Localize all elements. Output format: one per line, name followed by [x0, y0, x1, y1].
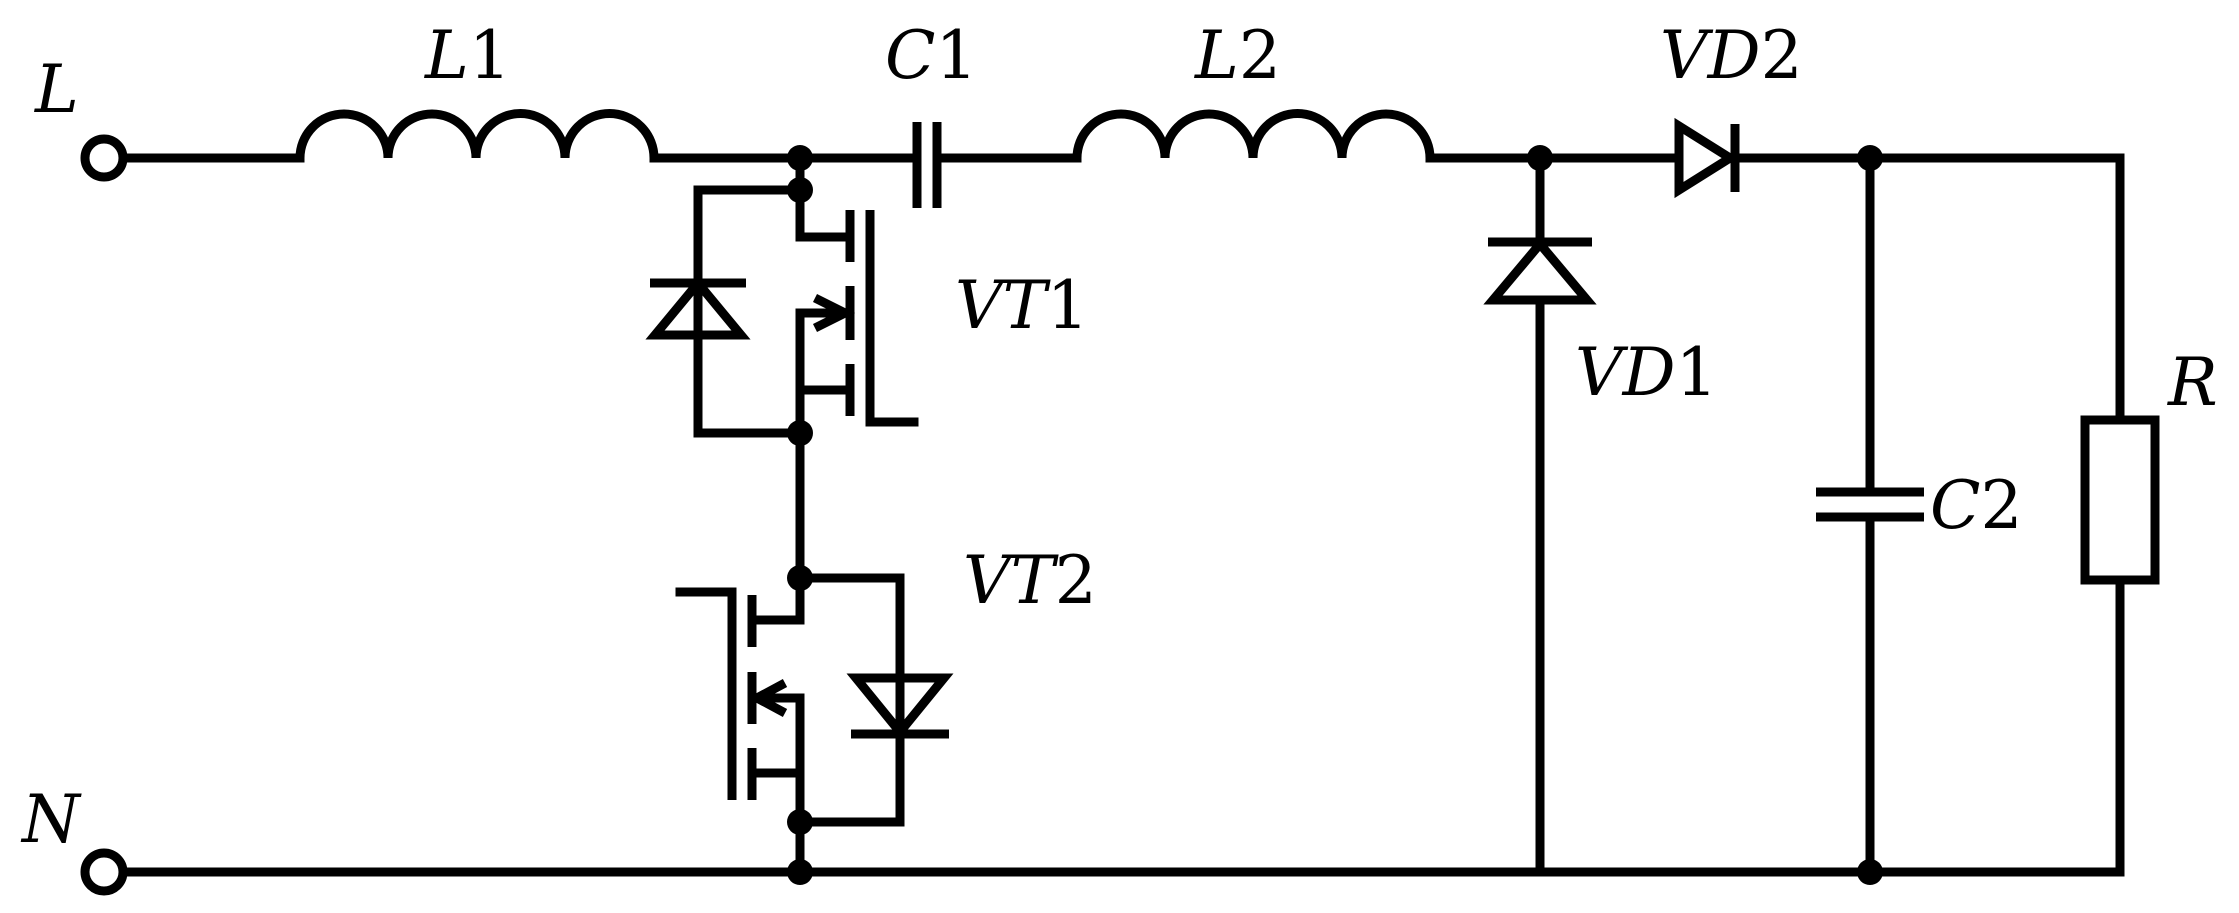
mosfet-vt2 — [675, 587, 954, 800]
vt2-label: VT2 — [963, 542, 1097, 619]
diode-vd2 — [1674, 117, 1740, 199]
junction-dots — [787, 145, 1883, 885]
capacitor-c1 — [912, 122, 942, 208]
c2-label: C2 — [1930, 467, 2023, 544]
inductor-l2 — [1072, 109, 1435, 159]
vd1-label: VD1 — [1575, 334, 1718, 411]
neutral-terminal — [80, 848, 128, 896]
mosfet-vt1 — [645, 210, 919, 427]
diode-vd1 — [1483, 237, 1597, 305]
r-label: R — [2167, 344, 2218, 421]
line-label: L — [34, 51, 79, 128]
resistor-r — [2080, 415, 2160, 585]
neutral-label: N — [20, 781, 82, 858]
vt1-label: VT1 — [955, 267, 1089, 344]
line-terminal — [80, 134, 128, 182]
l1-label: L1 — [424, 17, 511, 94]
c1-label: C1 — [885, 17, 978, 94]
vd2-label: VD2 — [1660, 17, 1803, 94]
l2-label: L2 — [1194, 17, 1281, 94]
capacitor-c2 — [1816, 487, 1924, 522]
inductor-l1 — [295, 109, 659, 159]
